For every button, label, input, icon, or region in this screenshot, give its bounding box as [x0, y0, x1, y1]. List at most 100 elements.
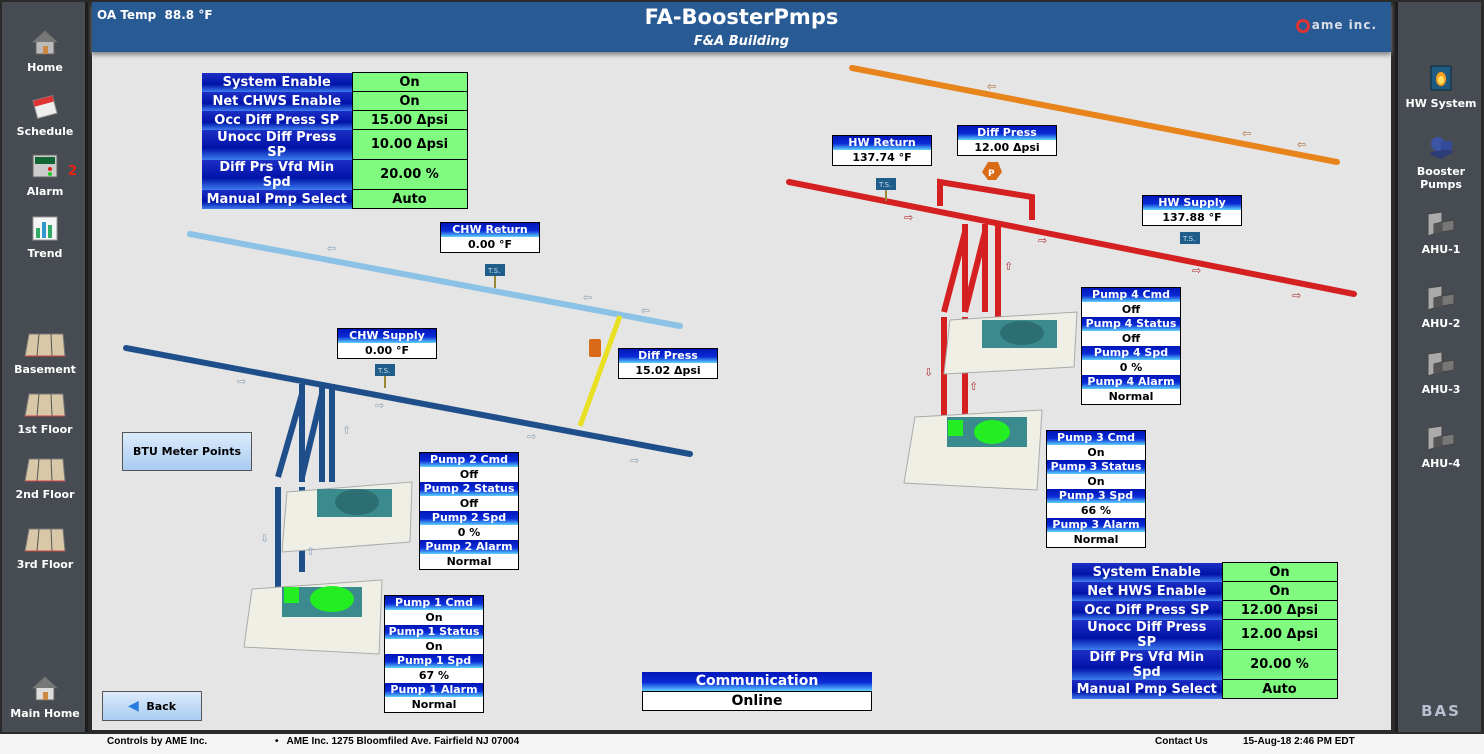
svg-text:⇨: ⇨	[904, 211, 913, 224]
orange-pipe	[849, 65, 1340, 165]
floorplan-icon	[24, 528, 66, 552]
nav-main-home[interactable]: Main Home	[2, 674, 88, 720]
footer-datetime: 15-Aug-18 2:46 PM EDT	[1243, 736, 1355, 747]
svg-text:⇦: ⇦	[1242, 127, 1251, 140]
home-icon	[31, 676, 59, 701]
nav-alarm-label: Alarm	[26, 185, 64, 198]
calendar-icon	[32, 95, 58, 119]
nav-ahu-4-label: AHU-4	[1421, 457, 1461, 470]
ahu-duct-icon	[1427, 211, 1455, 237]
main-graphic-area: OA Temp 88.8 °F FA-BoosterPmps F&A Build…	[92, 2, 1391, 730]
nav-2nd-floor-label: 2nd Floor	[15, 488, 75, 501]
nav-home[interactable]: Home	[2, 28, 88, 74]
trend-chart-icon	[32, 216, 58, 241]
nav-home-label: Home	[27, 61, 63, 74]
pump-1-graphic	[243, 579, 383, 655]
nav-hw-system-label: HW System	[1405, 97, 1477, 110]
floorplan-icon	[24, 333, 66, 357]
left-sidebar: Home Schedule 2 Alarm Trend Basement 1st…	[2, 2, 88, 732]
floorplan-icon	[24, 458, 66, 482]
svg-text:T.S.: T.S.	[1182, 235, 1195, 243]
nav-3rd-floor[interactable]: 3rd Floor	[2, 525, 88, 571]
nav-ahu-3-label: AHU-3	[1421, 383, 1461, 396]
chw-diff-press-line	[577, 315, 623, 427]
nav-alarm[interactable]: 2 Alarm	[2, 152, 88, 198]
btu-meter-points-button[interactable]: BTU Meter Points	[122, 432, 252, 471]
floorplan-icon	[24, 393, 66, 417]
svg-text:⇦: ⇦	[583, 291, 592, 304]
nav-ahu-4[interactable]: AHU-4	[1398, 424, 1484, 470]
svg-text:⇦: ⇦	[641, 304, 650, 317]
svg-text:⇧: ⇧	[306, 545, 315, 558]
svg-text:⇨: ⇨	[1038, 234, 1047, 247]
communication-value: Online	[642, 691, 872, 711]
nav-hw-system[interactable]: HW System	[1398, 64, 1484, 110]
ame-logo: ame inc.	[1295, 18, 1377, 33]
boiler-icon	[1430, 65, 1452, 91]
oa-temp-value: 88.8 °F	[164, 8, 213, 22]
pump-icon	[1429, 137, 1454, 159]
svg-text:⇧: ⇧	[342, 424, 351, 437]
page-subtitle: F&A Building	[693, 34, 790, 49]
chw-return-temp-sensor-icon: T.S.	[485, 264, 505, 288]
back-button[interactable]: ◀ Back	[102, 691, 202, 721]
nav-booster-pumps[interactable]: Booster Pumps	[1398, 132, 1484, 191]
nav-main-home-label: Main Home	[10, 707, 80, 720]
pump-2-graphic	[281, 481, 413, 553]
hw-diff-press-sensor-icon: P	[982, 162, 1002, 180]
svg-text:⇨: ⇨	[527, 430, 536, 443]
nav-schedule[interactable]: Schedule	[2, 92, 88, 138]
svg-text:⇩: ⇩	[260, 532, 269, 545]
alarm-count-badge: 2	[68, 164, 78, 179]
svg-text:P: P	[988, 169, 995, 179]
alarm-panel-icon	[32, 154, 58, 178]
nav-ahu-1[interactable]: AHU-1	[1398, 210, 1484, 256]
nav-ahu-2-label: AHU-2	[1421, 317, 1461, 330]
svg-text:⇩: ⇩	[924, 366, 933, 379]
footer-contact-link[interactable]: Contact Us	[1155, 736, 1208, 747]
nav-trend[interactable]: Trend	[2, 214, 88, 260]
pump-4-graphic	[943, 311, 1078, 375]
svg-text:⇦: ⇦	[987, 80, 996, 93]
piping-diagram: T.S. T.S. ⇦ ⇦ ⇦ ⇨ ⇨ ⇨ ⇨ ⇧ ⇩ ⇧	[123, 65, 1357, 655]
hw-supply-temp-sensor-icon: T.S.	[1180, 232, 1200, 244]
right-sidebar: HW System Booster Pumps AHU-1 AHU-2 AHU-…	[1395, 2, 1481, 732]
svg-text:T.S.: T.S.	[487, 267, 500, 275]
nav-1st-floor[interactable]: 1st Floor	[2, 390, 88, 436]
communication-label: Communication	[642, 672, 872, 691]
nav-basement[interactable]: Basement	[2, 330, 88, 376]
nav-ahu-3[interactable]: AHU-3	[1398, 350, 1484, 396]
bas-logo: BAS	[1421, 702, 1461, 720]
svg-text:⇨: ⇨	[630, 454, 639, 467]
home-icon	[31, 30, 59, 55]
nav-booster-pumps-label: Booster Pumps	[1416, 165, 1466, 191]
nav-2nd-floor[interactable]: 2nd Floor	[2, 455, 88, 501]
svg-text:⇦: ⇦	[1297, 138, 1306, 151]
nav-trend-label: Trend	[27, 247, 63, 260]
svg-text:⇨: ⇨	[237, 375, 246, 388]
nav-ahu-2[interactable]: AHU-2	[1398, 284, 1484, 330]
svg-text:T.S.: T.S.	[377, 367, 390, 375]
chw-supply-pipe	[123, 345, 693, 457]
